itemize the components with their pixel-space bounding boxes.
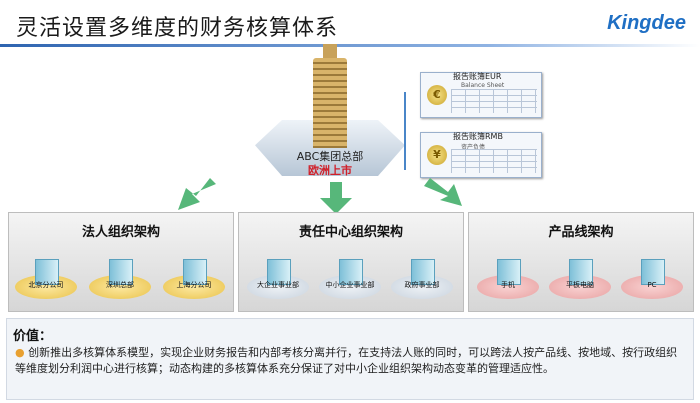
report-eur: € 报告账簿EUR Balance Sheet [420,72,542,118]
panel-responsibility-center: 责任中心组织架构 大企业事业部 中小企业事业部 政府事业部 [238,212,464,312]
node-label: 中小企业事业部 [325,281,375,289]
node-item: 北京分公司 [15,259,77,301]
node-label: 深圳总部 [106,281,134,289]
panel-title: 责任中心组织架构 [298,225,403,240]
report-grid [451,149,537,173]
node-label: 上海分公司 [176,281,212,289]
value-paragraph: ● 创新推出多核算体系模型，实现企业财务报告和内部考核分离并行，在支持法人账的同… [15,345,683,377]
report-rmb-title: 报告账簿RMB [453,132,503,141]
node-label: 北京分公司 [28,281,64,289]
report-eur-subtitle: Balance Sheet [461,82,505,89]
node-item: 上海分公司 [163,259,225,301]
node-item: 政府事业部 [391,259,453,301]
arrow-down-center-icon [320,182,352,214]
yuan-coin-icon: ¥ [427,145,447,165]
node-item: 大企业事业部 [247,259,309,301]
panel-product-line: 产品线架构 手机 平板电脑 PC [468,212,694,312]
arrow-down-right-icon [424,178,462,206]
report-rmb-subtitle: 资产负债 [461,144,486,151]
panel-title: 法人组织架构 [81,225,160,240]
report-rmb: ¥ 报告账簿RMB 资产负债 [420,132,542,178]
node-label: 手机 [501,281,515,289]
arrow-down-left-icon [178,178,216,210]
building-icon [313,44,347,148]
euro-coin-icon: € [427,85,447,105]
node-item: 深圳总部 [89,259,151,301]
node-item: PC [621,259,683,301]
kingdee-logo: Kingdee [607,12,686,34]
node-item: 平板电脑 [549,259,611,301]
value-text: 创新推出多核算体系模型，实现企业财务报告和内部考核分离并行，在支持法人账的同时，… [15,346,678,375]
node-label: 平板电脑 [566,281,594,289]
slide-title: 灵活设置多维度的财务核算体系 [16,16,339,41]
value-title: 价值： [13,329,53,344]
node-item: 中小企业事业部 [319,259,381,301]
panel-title: 产品线架构 [548,225,614,240]
value-box: 价值： ● 创新推出多核算体系模型，实现企业财务报告和内部考核分离并行，在支持法… [6,318,694,400]
node-label: 政府事业部 [404,281,440,289]
report-grid [451,89,537,113]
report-eur-title: 报告账簿EUR [453,72,502,81]
header-divider [0,44,700,47]
hq-building [255,44,405,180]
node-item: 手机 [477,259,539,301]
node-label: PC [647,281,657,289]
bullet-icon: ● [15,346,25,359]
node-label: 大企业事业部 [257,281,299,289]
hq-name: ABC集团总部 [296,150,364,163]
report-bracket [404,92,418,170]
panel-legal-entity: 法人组织架构 北京分公司 深圳总部 上海分公司 [8,212,234,312]
hq-listed: 欧洲上市 [308,164,352,177]
